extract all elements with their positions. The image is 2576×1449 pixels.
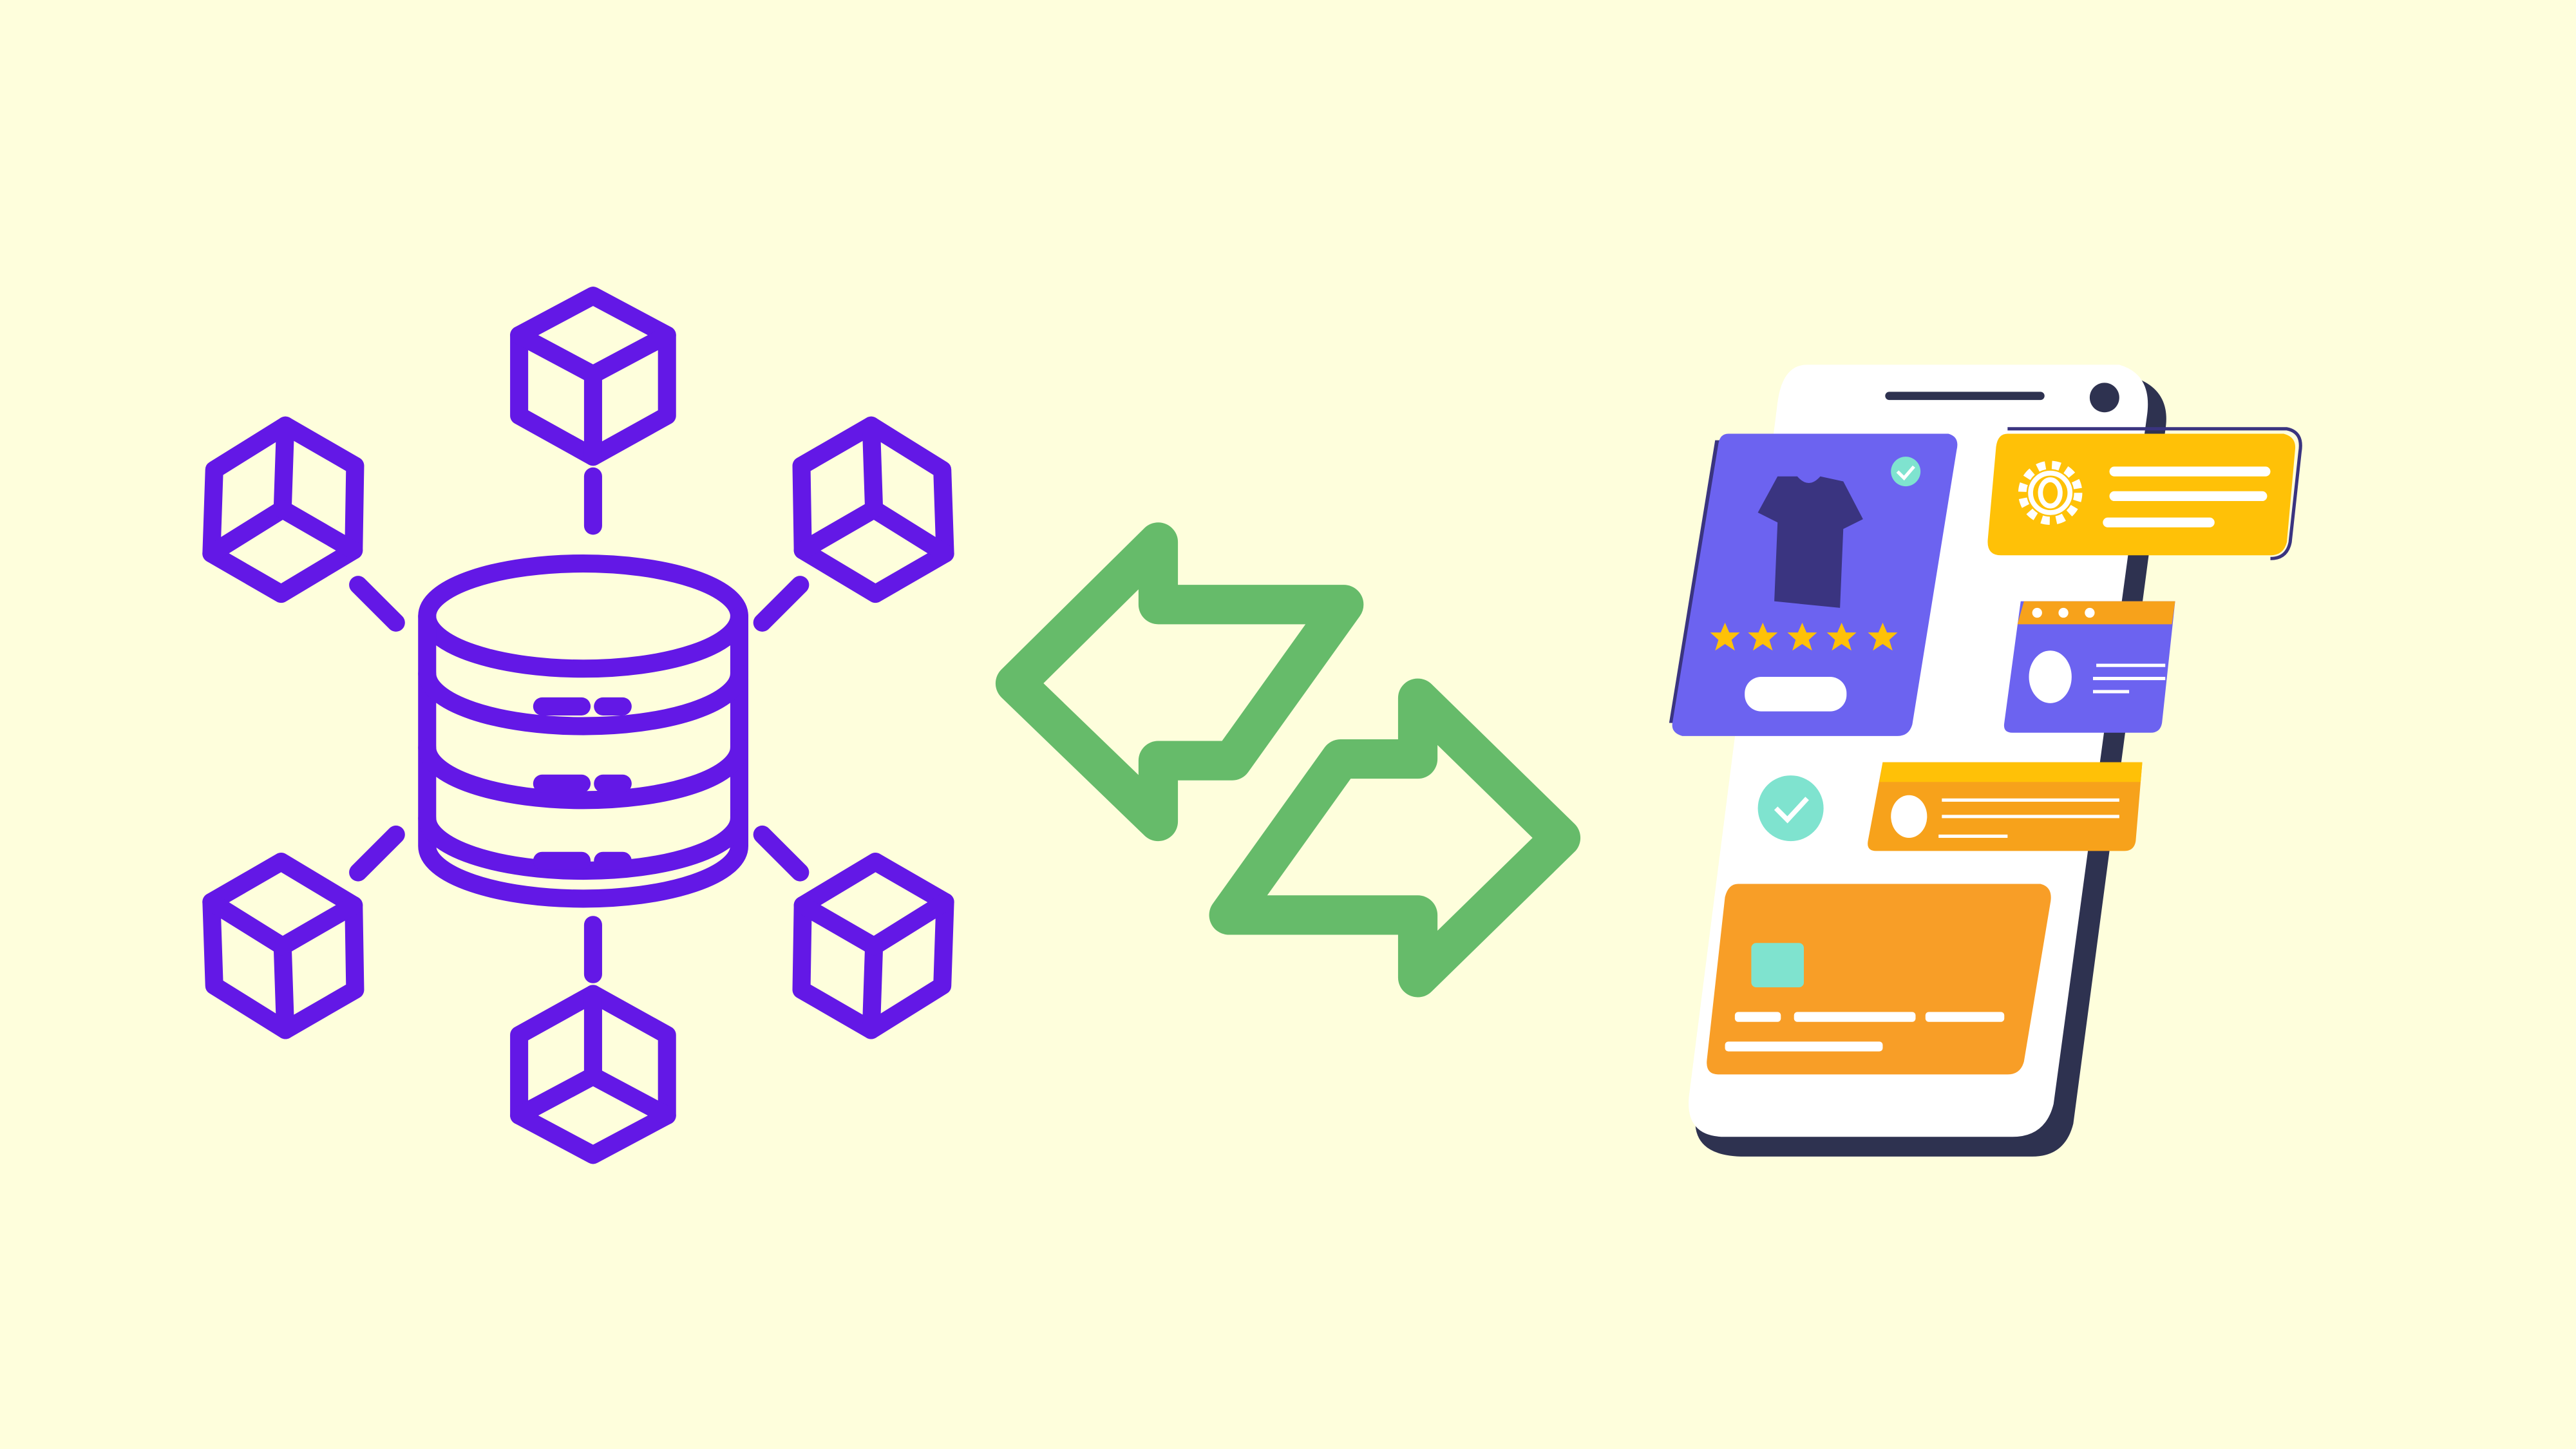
avatar-placeholder (2029, 650, 2072, 703)
arrow-right-icon (1209, 678, 1581, 998)
profile-card (1757, 762, 2143, 851)
rating-stars (1710, 622, 1898, 651)
card-chip (1751, 943, 1804, 988)
verified-check-icon (1891, 457, 1921, 487)
database-icon (418, 554, 748, 908)
mobile-phone-illustration (1669, 365, 2302, 1157)
buy-button (1745, 677, 1847, 712)
network-connectors (349, 467, 810, 983)
settings-card (1987, 427, 2302, 560)
browser-window-card (2003, 601, 2175, 733)
arrow-left-icon (995, 522, 1364, 842)
tshirt-icon (1757, 476, 1863, 608)
sync-arrows-icon (995, 522, 1581, 998)
product-card (1669, 433, 1958, 736)
phone-camera (2089, 383, 2119, 413)
gear-icon (2018, 460, 2083, 526)
check-badge-icon (1757, 775, 1824, 842)
payment-card (1707, 884, 2051, 1075)
